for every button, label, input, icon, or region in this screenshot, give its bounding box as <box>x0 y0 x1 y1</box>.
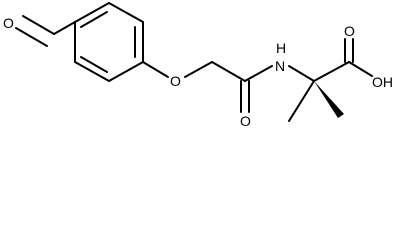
chemical-structure: O O H N O O OH <box>3 2 393 129</box>
wedge-quaternary-methyl-2 <box>314 81 344 118</box>
bond-layer <box>15 2 373 122</box>
bond-ring-4 <box>108 61 144 82</box>
bond-ring-ether-o <box>142 61 169 78</box>
bond-ether-o-ch2 <box>184 61 213 78</box>
bond-quaternary-methyl-1 <box>288 80 315 122</box>
atom-amide-oxygen: O <box>240 113 251 129</box>
atom-aldehyde-oxygen: O <box>3 15 14 31</box>
bond-quaternary-acid-c <box>313 61 350 82</box>
bond-aldehyde-c-o <box>22 15 55 35</box>
bond-ring-5 <box>74 61 110 82</box>
atom-amide-nitrogen-n: N <box>275 58 285 74</box>
bond-n-quaternary-c <box>288 65 315 82</box>
atom-ether-oxygen: O <box>170 73 181 89</box>
bond-ring-5-inner <box>80 56 108 73</box>
atom-amide-nitrogen: H N <box>275 40 290 74</box>
atom-acid-hydroxyl: OH <box>372 74 393 90</box>
atom-acid-carbonyl-oxygen: O <box>344 23 355 39</box>
bond-acid-c-oh <box>348 61 373 77</box>
atom-amide-nitrogen-h: H <box>276 40 286 56</box>
bond-aldehyde-c-o-double <box>15 27 48 47</box>
bond-carbonyl-n <box>244 65 273 82</box>
atom-label-layer: O O H N O O OH <box>3 15 393 129</box>
bond-ring-1-inner <box>80 11 108 28</box>
bond-ring-2 <box>108 2 144 23</box>
bond-ch2-carbonyl <box>211 61 246 82</box>
bond-ring-1 <box>74 2 110 23</box>
bond-aldehyde-c-ring <box>53 21 76 35</box>
